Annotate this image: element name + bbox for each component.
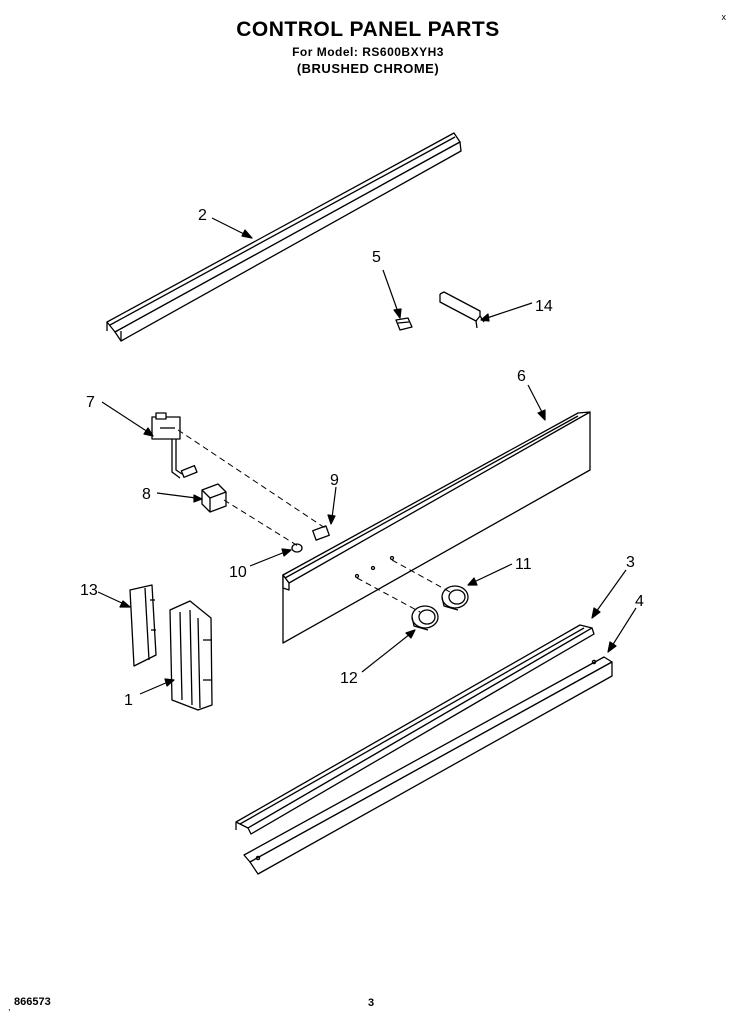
- part-6-control-panel: [282, 411, 591, 644]
- callout-7: 7: [86, 394, 95, 411]
- part-10-spacer: [291, 543, 303, 553]
- callout-12: 12: [340, 670, 358, 687]
- callout-8: 8: [142, 486, 151, 503]
- document-number: 866573: [14, 996, 51, 1008]
- corner-mark: x: [721, 12, 727, 22]
- callout-2: 2: [198, 207, 207, 224]
- part-4-bottom-strip: [243, 656, 613, 875]
- part-1-end-bracket: [169, 600, 213, 711]
- model-line: For Model: RS600BXYH3: [292, 45, 444, 59]
- callout-13: 13: [80, 582, 98, 599]
- callout-14: 14: [535, 298, 553, 315]
- part-12-knob: [411, 605, 439, 631]
- callout-9: 9: [330, 472, 339, 489]
- callout-10: 10: [229, 564, 247, 581]
- part-3-lower-trim: [235, 624, 595, 835]
- page-title: CONTROL PANEL PARTS: [236, 18, 500, 41]
- page-number: 3: [368, 997, 375, 1009]
- leader-arrows: [97, 217, 637, 695]
- part-5-clip: [395, 317, 413, 331]
- callout-1: 1: [124, 692, 133, 709]
- callout-5: 5: [372, 249, 381, 266]
- part-8-switch: [201, 483, 227, 513]
- assembly-lines: [177, 429, 451, 613]
- callout-4: 4: [635, 593, 644, 610]
- part-13-plate: [129, 584, 157, 667]
- part-7-switch: [151, 412, 198, 479]
- part-9-stem: [312, 525, 330, 541]
- callout-6: 6: [517, 368, 526, 385]
- part-14-bracket: [439, 291, 485, 329]
- callout-11: 11: [515, 556, 532, 573]
- callout-3: 3: [626, 554, 635, 571]
- callout-labels: 1 2 3 4 5 6 7 8 9 10 11 12 13 14: [80, 207, 644, 709]
- part-2-top-trim: [106, 132, 462, 342]
- finish-label: (BRUSHED CHROME): [296, 61, 440, 76]
- footer-tick: ,: [8, 1002, 11, 1012]
